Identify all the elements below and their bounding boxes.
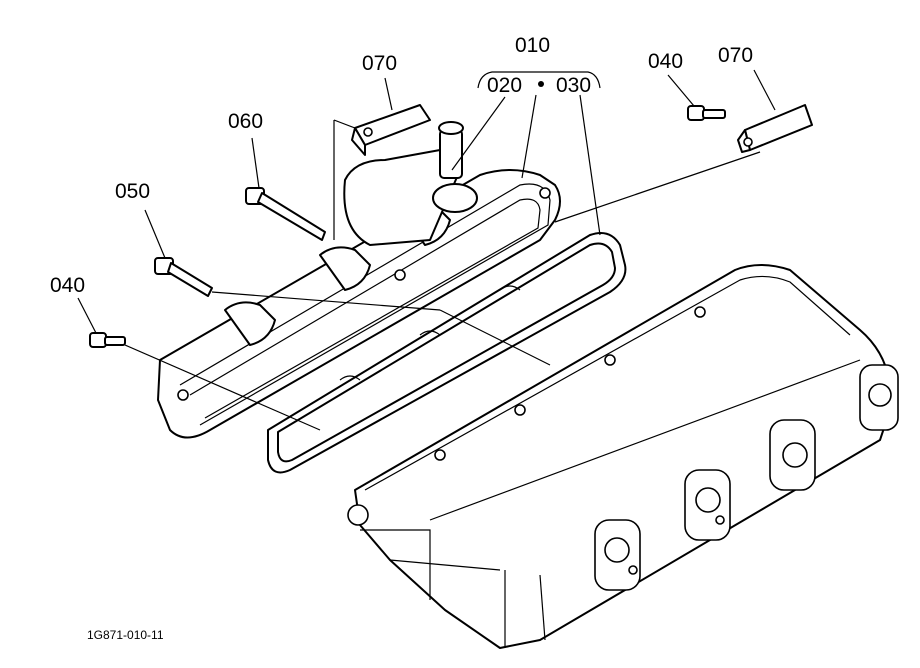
callout-040-right: 040 bbox=[648, 50, 683, 73]
bracket-070-right bbox=[737, 104, 813, 153]
drawing-code: 1G871-010-11 bbox=[87, 628, 164, 642]
bolt-060 bbox=[245, 187, 326, 241]
gasket-030 bbox=[267, 232, 627, 474]
callout-070-right: 070 bbox=[718, 44, 753, 67]
bolt-050 bbox=[154, 257, 213, 297]
callout-020: 020 bbox=[487, 74, 522, 97]
leader-lines bbox=[77, 69, 776, 431]
callout-060: 060 bbox=[228, 110, 263, 133]
bolt-040-right bbox=[687, 105, 726, 121]
callout-070-left: 070 bbox=[362, 52, 397, 75]
callout-030: 030 bbox=[556, 74, 591, 97]
cylinder-head bbox=[347, 264, 899, 649]
bolt-040-left bbox=[89, 332, 126, 348]
bracket-070-left bbox=[351, 104, 431, 156]
intake-manifold bbox=[157, 149, 561, 439]
nipple-020 bbox=[438, 121, 464, 179]
callout-010: 010 bbox=[515, 34, 550, 57]
callout-050: 050 bbox=[115, 180, 150, 203]
callout-040-left: 040 bbox=[50, 274, 85, 297]
